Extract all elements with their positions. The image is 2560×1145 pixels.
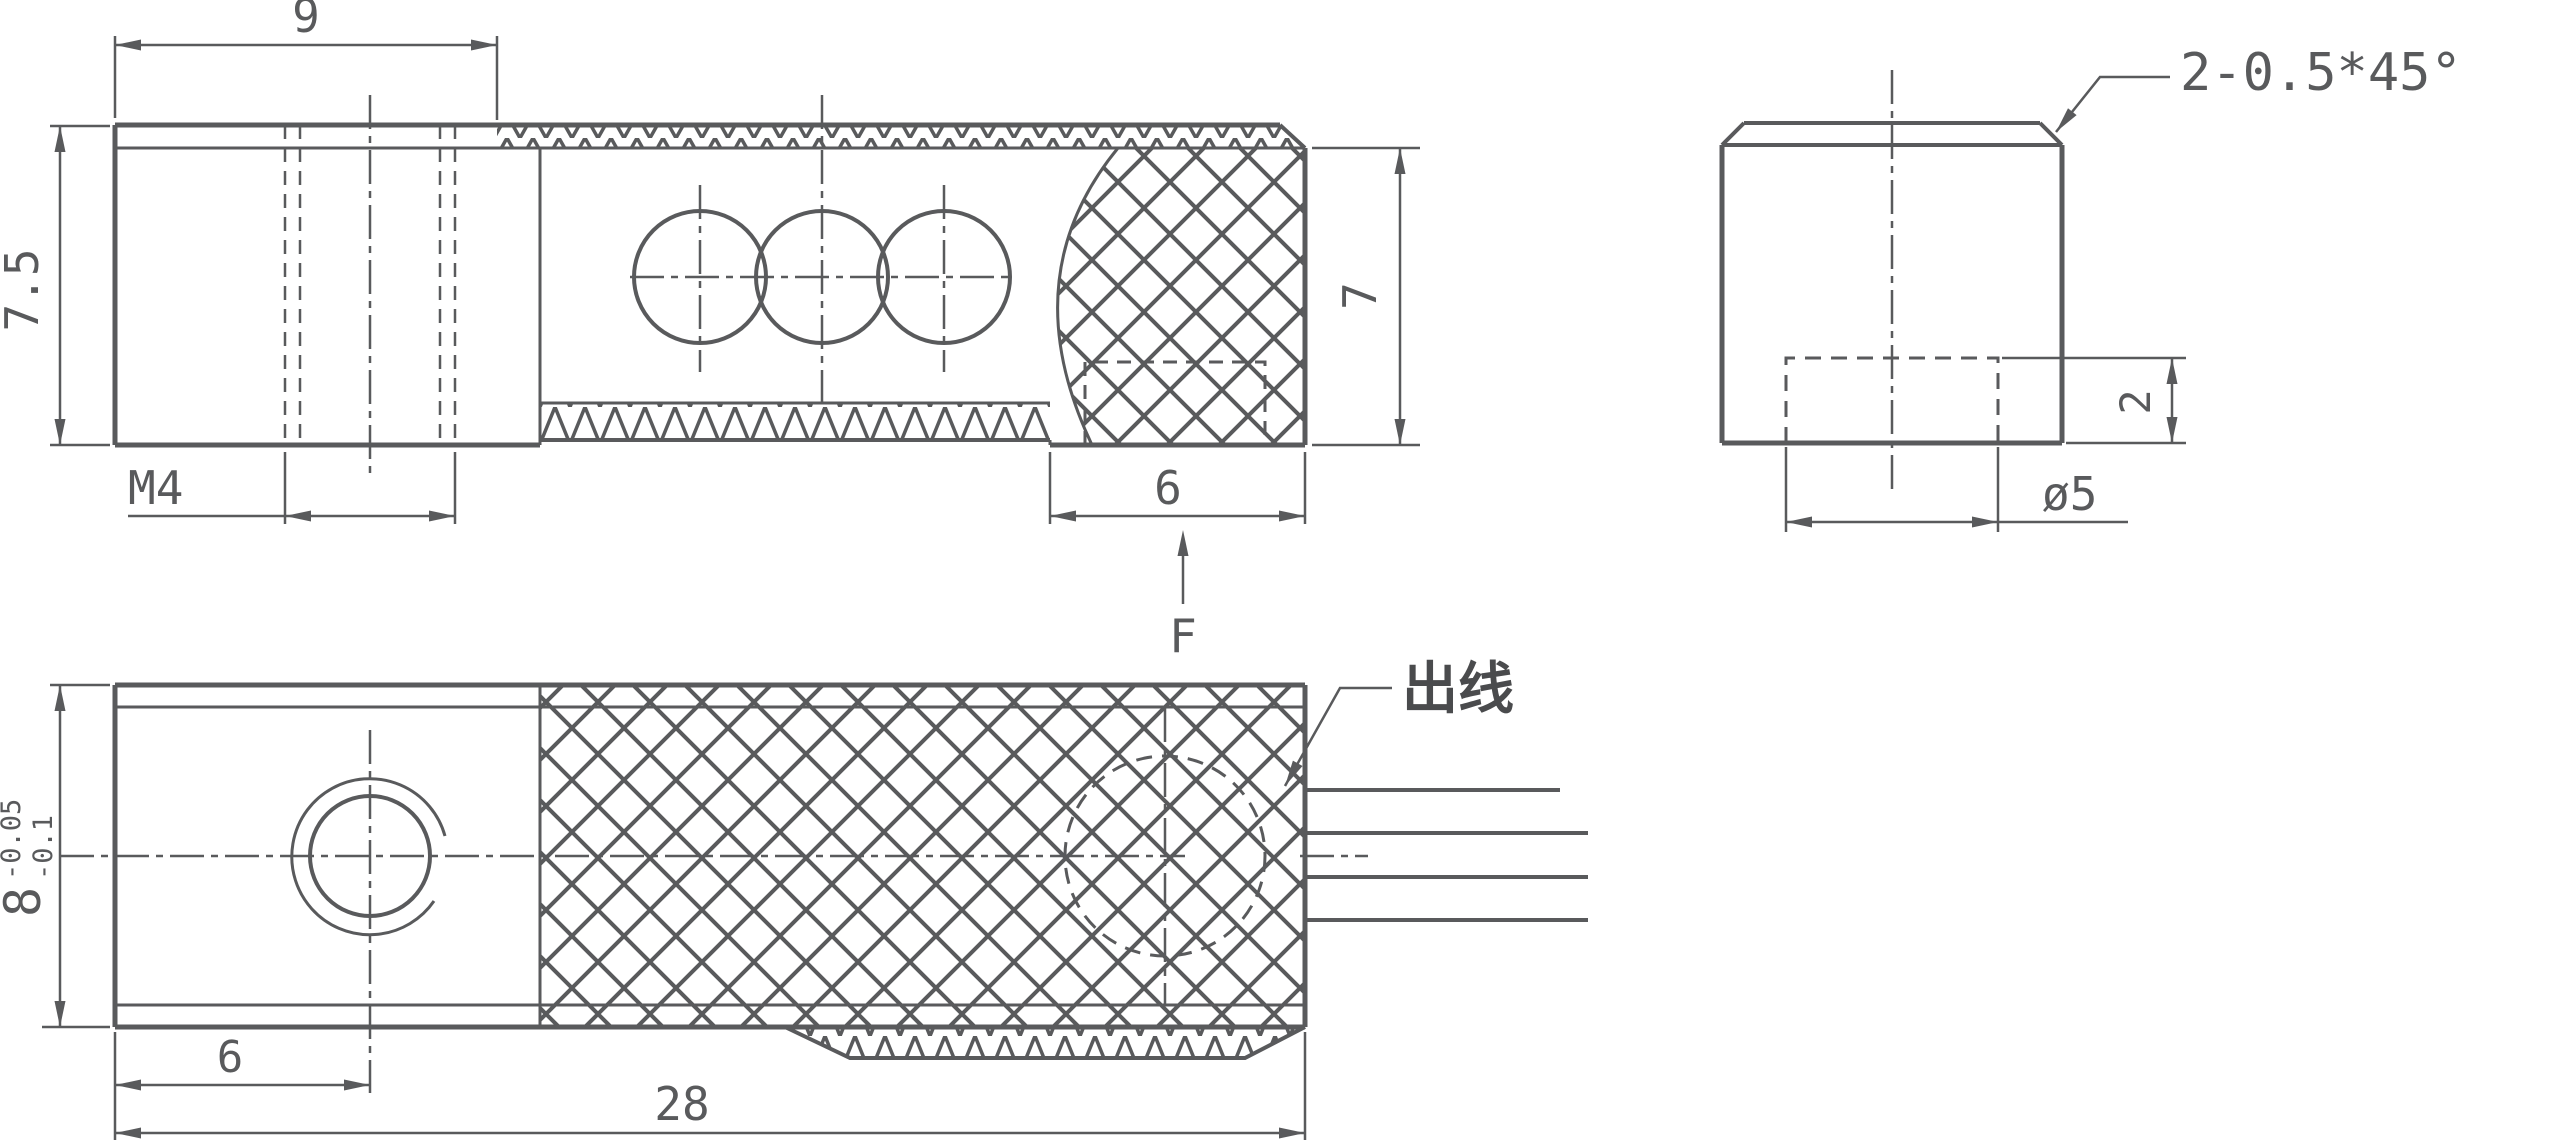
arrowhead [1177, 530, 1189, 556]
bulge-hatch [785, 1027, 1305, 1058]
arrowhead [285, 510, 311, 522]
arrowhead [1285, 760, 1303, 786]
dim-28-text: 28 [654, 1077, 709, 1131]
dim-m4 [128, 452, 457, 524]
arrowhead [1050, 510, 1076, 522]
arrowhead [1279, 510, 1305, 522]
arrowhead [54, 419, 66, 445]
tol-lower-text: -0.1 [28, 815, 59, 880]
arrowhead [115, 39, 141, 51]
wire-outlet-label: 出线 [1402, 657, 1514, 720]
force-f-label: F [1169, 609, 1197, 663]
arrowhead [2166, 417, 2178, 443]
arrowhead [54, 126, 66, 152]
dim-8 [42, 683, 110, 1029]
side-view: 9 7.5 M4 6 [0, 0, 1420, 663]
dim-8-text: 8 [0, 887, 52, 917]
wires [1305, 788, 1588, 922]
knurl-right-block-hatch [1057, 148, 1305, 445]
chamfer-leader [2055, 75, 2170, 133]
top-right-chamfer [1278, 123, 1307, 150]
flexure-window-curve [1056, 147, 1120, 446]
knurl-top-strip-hatch [497, 125, 1305, 148]
dim-9-text: 9 [292, 0, 320, 43]
tol-upper-text: -0.05 [0, 799, 27, 880]
dim-7-5-text: 7.5 [0, 248, 49, 331]
arrowhead [429, 510, 455, 522]
arrowhead [1394, 419, 1406, 445]
dim-28 [115, 1032, 1307, 1140]
dim-7-5 [50, 124, 110, 447]
dim-6-hole-text: 6 [217, 1032, 244, 1083]
chamfer-left [1720, 121, 1746, 147]
arrowhead [115, 1079, 141, 1091]
arrowhead [2166, 358, 2178, 384]
knurl-bottom-strip-hatch [540, 403, 1050, 440]
arrowhead [115, 1127, 141, 1139]
arrowhead [1972, 516, 1998, 528]
arrowhead [54, 685, 66, 711]
dim-2-text: 2 [2111, 389, 2160, 414]
m4-label: M4 [128, 461, 183, 515]
hidden-boss-outline [1784, 356, 2000, 443]
arrowhead [471, 39, 497, 51]
arrowhead [1279, 1127, 1305, 1139]
dim-6-pad [1048, 452, 1307, 524]
dim-6-pad-text: 6 [1154, 461, 1182, 515]
bulge-outline [784, 1025, 1306, 1060]
arrowhead [54, 1001, 66, 1027]
wire-outlet-leader [1283, 686, 1392, 787]
dim-dia5-text: ø5 [2042, 467, 2097, 521]
bottom-view: 出线 8 -0.05 -0.1 6 28 [0, 657, 1588, 1140]
arrowhead [2056, 108, 2077, 132]
end-view: 2-0.5*45° 2 ø5 [1719, 43, 2462, 532]
hidden-pad-outline [1083, 360, 1267, 445]
dim-2 [2002, 356, 2186, 445]
dim-6-hole [113, 1032, 370, 1140]
thread-arc [290, 777, 447, 937]
force-f-arrow [1177, 530, 1189, 604]
dim-dia5 [1786, 516, 2128, 528]
chamfer-right [2038, 121, 2064, 147]
chamfer-note-text: 2-0.5*45° [2180, 43, 2462, 103]
dim-9 [113, 36, 499, 120]
arrowhead [1786, 516, 1812, 528]
dim-7 [1312, 146, 1420, 447]
arrowhead [1394, 148, 1406, 174]
arrowhead [344, 1079, 370, 1091]
dim-7-text: 7 [1333, 282, 1387, 310]
